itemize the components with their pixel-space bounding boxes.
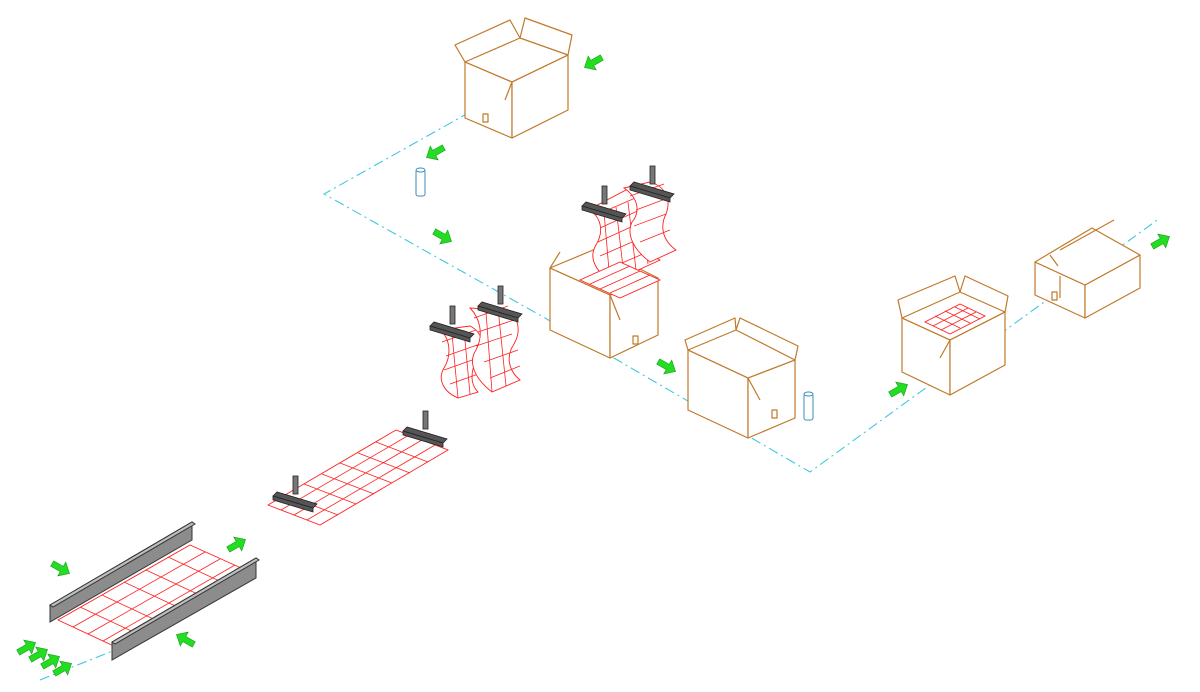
tray-mesh-icon <box>923 303 987 335</box>
open-carton-icon <box>454 17 573 139</box>
loading-carton-icon <box>549 247 659 359</box>
sensor-post-icon <box>415 167 426 197</box>
flow-arrow-icon <box>885 377 913 402</box>
open-carton-icon <box>684 317 799 439</box>
vacuum-gripper-icon <box>429 305 475 343</box>
flow-arrow-icon <box>653 354 681 379</box>
flow-arrow-icon <box>421 140 449 165</box>
filled-carton-icon <box>897 275 1009 396</box>
guide-rail-icon <box>111 557 260 661</box>
flow-arrow-icon <box>429 224 457 249</box>
flow-arrow-icon <box>223 532 251 557</box>
tray-mesh-icon <box>57 544 251 649</box>
flow-arrow-icon <box>1147 229 1175 254</box>
flow-arrow-icon <box>47 556 75 581</box>
flow-arrow-icon <box>579 50 607 75</box>
flow-arrow-icon <box>171 627 199 652</box>
closed-carton-icon <box>1034 219 1141 319</box>
sensor-post-icon <box>803 391 814 421</box>
guide-rail-icon <box>49 521 196 623</box>
